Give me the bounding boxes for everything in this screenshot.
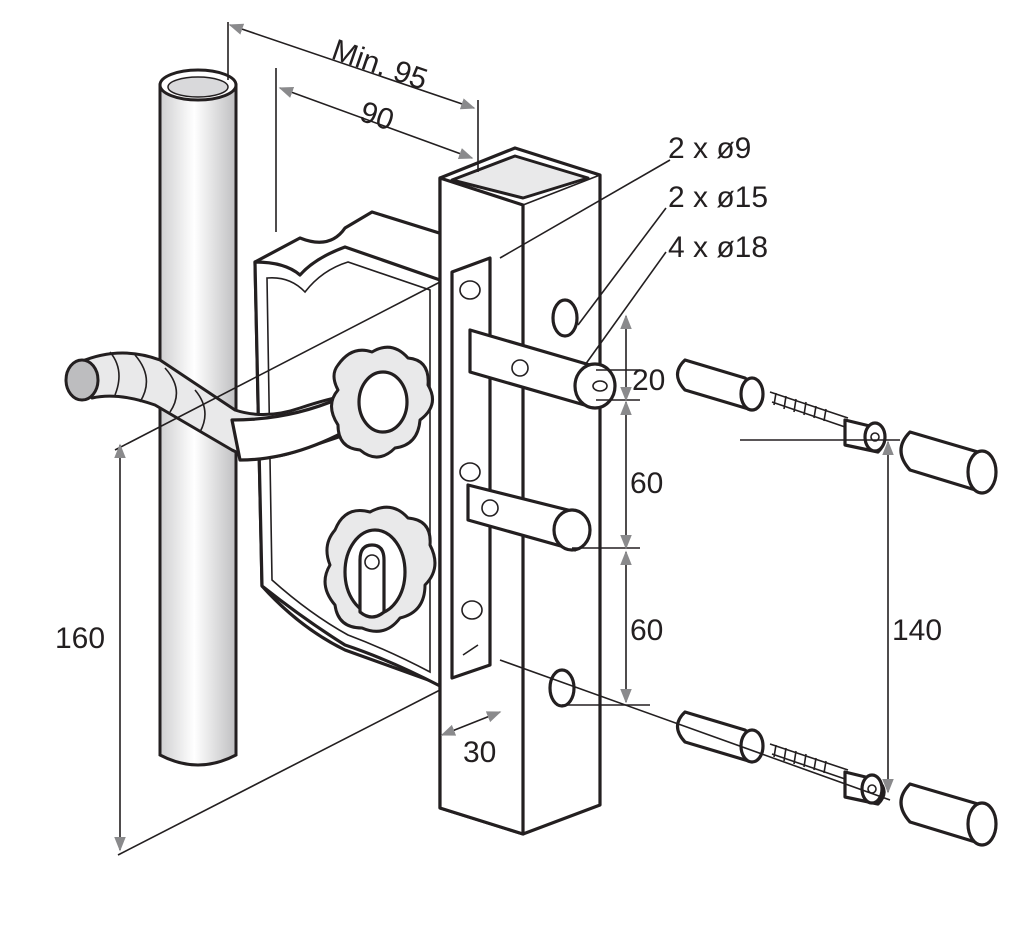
dim-140-label: 140 (892, 614, 942, 647)
dim-20-label: 20 (632, 364, 665, 397)
lock-faceplate (450, 256, 492, 680)
dimension-lines (114, 23, 894, 852)
hole-18-label: 4 x ø18 (668, 231, 768, 264)
dim-min-95-label: Min. 95 (328, 33, 432, 96)
lever-handle (64, 345, 434, 462)
dim-60-lower-label: 60 (630, 614, 663, 647)
cylinder-rose (323, 505, 437, 633)
middle-bolt (466, 483, 592, 552)
dim-160-label: 160 (55, 622, 105, 655)
hole-15-label: 2 x ø15 (668, 181, 768, 214)
extension-lines (114, 22, 900, 856)
dim-90-label: 90 (356, 95, 398, 137)
dim-30-label: 30 (463, 736, 496, 769)
hole-9-label: 2 x ø9 (668, 132, 751, 165)
lower-fixing-set (675, 710, 998, 847)
upper-fixing-set (675, 358, 998, 495)
dim-60-upper-label: 60 (630, 467, 663, 500)
upper-bolt (468, 328, 617, 410)
